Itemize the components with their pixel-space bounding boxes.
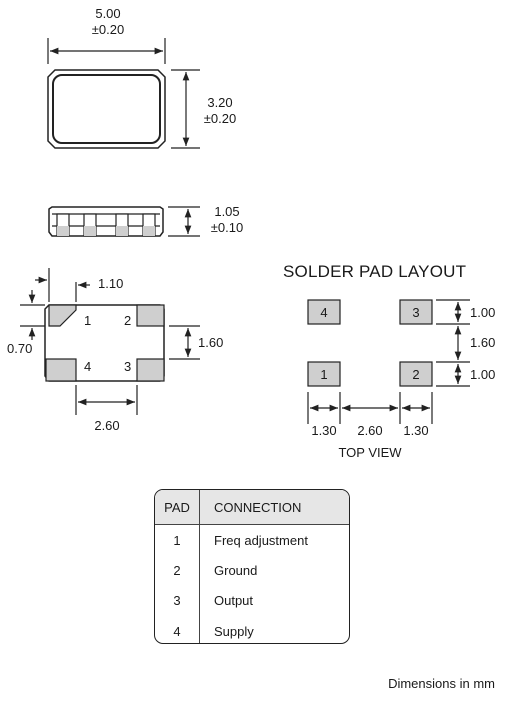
top-view-package bbox=[47, 69, 166, 149]
connection-cell: Output bbox=[214, 593, 254, 609]
bottom-pad-1-number: 1 bbox=[84, 313, 92, 328]
pad-cell: 4 bbox=[155, 615, 200, 643]
bottom-view-package bbox=[44, 304, 165, 382]
table-row: 3 Output bbox=[155, 585, 349, 616]
bottom-dim-0-70: 0.70 bbox=[7, 341, 33, 356]
bottom-dimensions bbox=[20, 268, 200, 415]
top-length-label: 5.00 bbox=[95, 6, 121, 21]
solder-pad-3-number: 3 bbox=[412, 305, 420, 320]
connection-column-header: CONNECTION bbox=[214, 499, 302, 515]
bottom-dim-1-60: 1.60 bbox=[198, 335, 224, 350]
bottom-pad-3-number: 3 bbox=[124, 359, 132, 374]
solder-dim-pad-width-right: 1.30 bbox=[403, 423, 429, 438]
pad-cell: 1 bbox=[155, 525, 200, 556]
connection-cell: Supply bbox=[214, 623, 254, 639]
solder-pad-layout-title: SOLDER PAD LAYOUT bbox=[283, 262, 467, 281]
solder-vertical-dimensions bbox=[436, 299, 470, 387]
top-width-label: 3.20 bbox=[207, 95, 233, 110]
top-length-tolerance: ±0.20 bbox=[91, 22, 125, 37]
solder-dim-pad-height-bottom: 1.00 bbox=[470, 367, 496, 382]
solder-pad-4-number: 4 bbox=[320, 305, 328, 320]
side-height-tolerance: ±0.10 bbox=[210, 220, 244, 235]
solder-dim-pad-width-left: 1.30 bbox=[311, 423, 337, 438]
solder-pads bbox=[307, 299, 433, 387]
bottom-pad-4-number: 4 bbox=[84, 359, 92, 374]
solder-pad-1-number: 1 bbox=[320, 367, 328, 382]
solder-pad-2-number: 2 bbox=[412, 367, 420, 382]
side-view-package bbox=[48, 206, 164, 237]
table-row: 1 Freq adjustment bbox=[155, 525, 349, 556]
pad-cell: 3 bbox=[155, 585, 200, 616]
top-width-tolerance: ±0.20 bbox=[203, 111, 237, 126]
table-row: 4 Supply bbox=[155, 615, 349, 643]
solder-horizontal-dimensions bbox=[307, 392, 433, 424]
bottom-dim-2-60: 2.60 bbox=[94, 418, 120, 433]
solder-dim-pad-height-top: 1.00 bbox=[470, 305, 496, 320]
pin-connection-table: PAD CONNECTION 1 Freq adjustment 2 Groun… bbox=[154, 489, 350, 644]
solder-dim-gap-vertical: 1.60 bbox=[470, 335, 496, 350]
top-width-dimension bbox=[171, 69, 200, 149]
top-view-label: TOP VIEW bbox=[338, 445, 402, 460]
solder-dim-gap-horizontal: 2.60 bbox=[357, 423, 383, 438]
bottom-dim-1-10: 1.10 bbox=[98, 276, 124, 291]
pad-column-header: PAD bbox=[155, 490, 200, 524]
pad-cell: 2 bbox=[155, 555, 200, 586]
connection-cell: Ground bbox=[214, 562, 258, 578]
side-height-dimension bbox=[168, 206, 200, 237]
table-row: 2 Ground bbox=[155, 555, 349, 586]
units-note: Dimensions in mm bbox=[388, 676, 495, 691]
bottom-pad-2-number: 2 bbox=[124, 313, 132, 328]
connection-cell: Freq adjustment bbox=[214, 532, 308, 548]
table-header: PAD CONNECTION bbox=[155, 490, 349, 525]
side-height-label: 1.05 bbox=[214, 204, 240, 219]
top-length-dimension bbox=[47, 38, 166, 64]
